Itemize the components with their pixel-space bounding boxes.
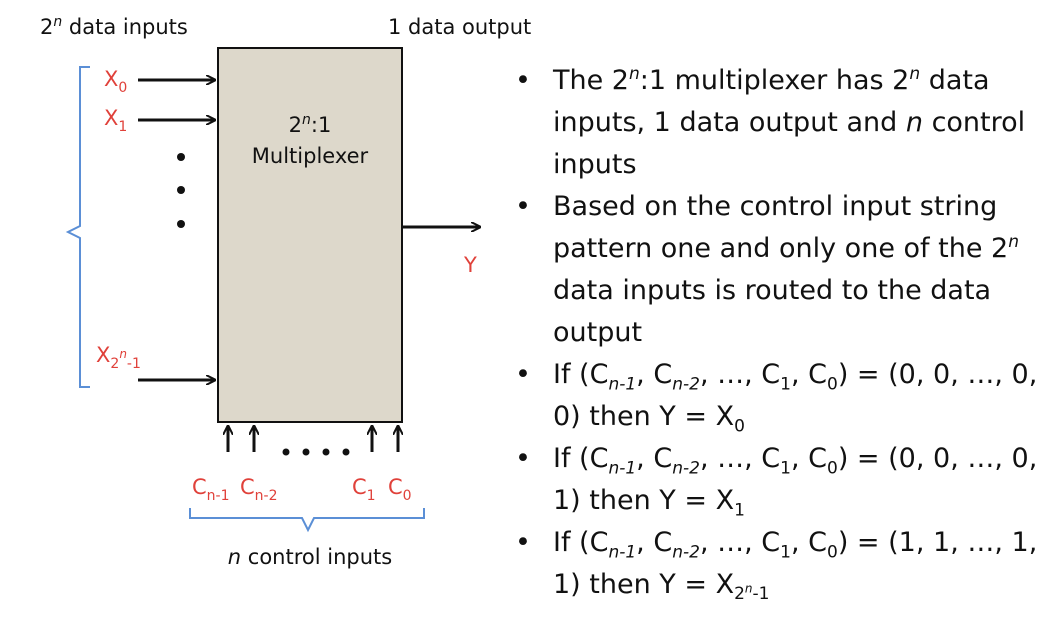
mux-name-label: Multiplexer	[252, 144, 369, 168]
data-output-header: 1 data output	[388, 15, 531, 39]
control-ellipsis-dot	[342, 448, 350, 456]
control-cn1-label: Cn-1	[192, 475, 230, 504]
mux-ratio-label: 2n:1	[289, 112, 332, 137]
input-ellipsis-dot	[177, 153, 185, 161]
input-ellipsis-dot	[177, 186, 185, 194]
input-x1-label: X1	[104, 106, 127, 135]
bullet-item: The 2n:1 multiplexer has 2n data inputs,…	[515, 60, 1045, 186]
description-bullets: The 2n:1 multiplexer has 2n data inputs,…	[515, 60, 1045, 606]
control-ellipsis-dot	[302, 448, 310, 456]
multiplexer-diagram: 2n data inputs 1 data output 2n:1 Multip…	[40, 14, 531, 569]
multiplexer-box	[217, 47, 403, 423]
bullet-item: Based on the control input string patter…	[515, 186, 1045, 354]
bullet-item: If (Cn-1, Cn-2, …, C1, C0) = (0, 0, …, 0…	[515, 354, 1045, 438]
inputs-brace	[65, 66, 90, 388]
control-ellipsis-dot	[322, 448, 330, 456]
bullet-item: If (Cn-1, Cn-2, …, C1, C0) = (1, 1, …, 1…	[515, 522, 1045, 606]
input-x0-label: X0	[104, 67, 127, 96]
control-cn2-label: Cn-2	[240, 475, 278, 504]
input-last-label: X2n-1	[96, 343, 141, 372]
control-ellipsis-dot	[282, 448, 290, 456]
bullet-item: If (Cn-1, Cn-2, …, C1, C0) = (0, 0, …, 0…	[515, 438, 1045, 522]
output-y-label: Y	[463, 253, 477, 277]
controls-brace	[189, 508, 425, 533]
input-ellipsis-dot	[177, 220, 185, 228]
control-inputs-caption: n control inputs	[228, 545, 392, 569]
control-c1-label: C1	[352, 475, 376, 504]
data-inputs-header: 2n data inputs	[40, 14, 188, 39]
control-c0-label: C0	[388, 475, 412, 504]
